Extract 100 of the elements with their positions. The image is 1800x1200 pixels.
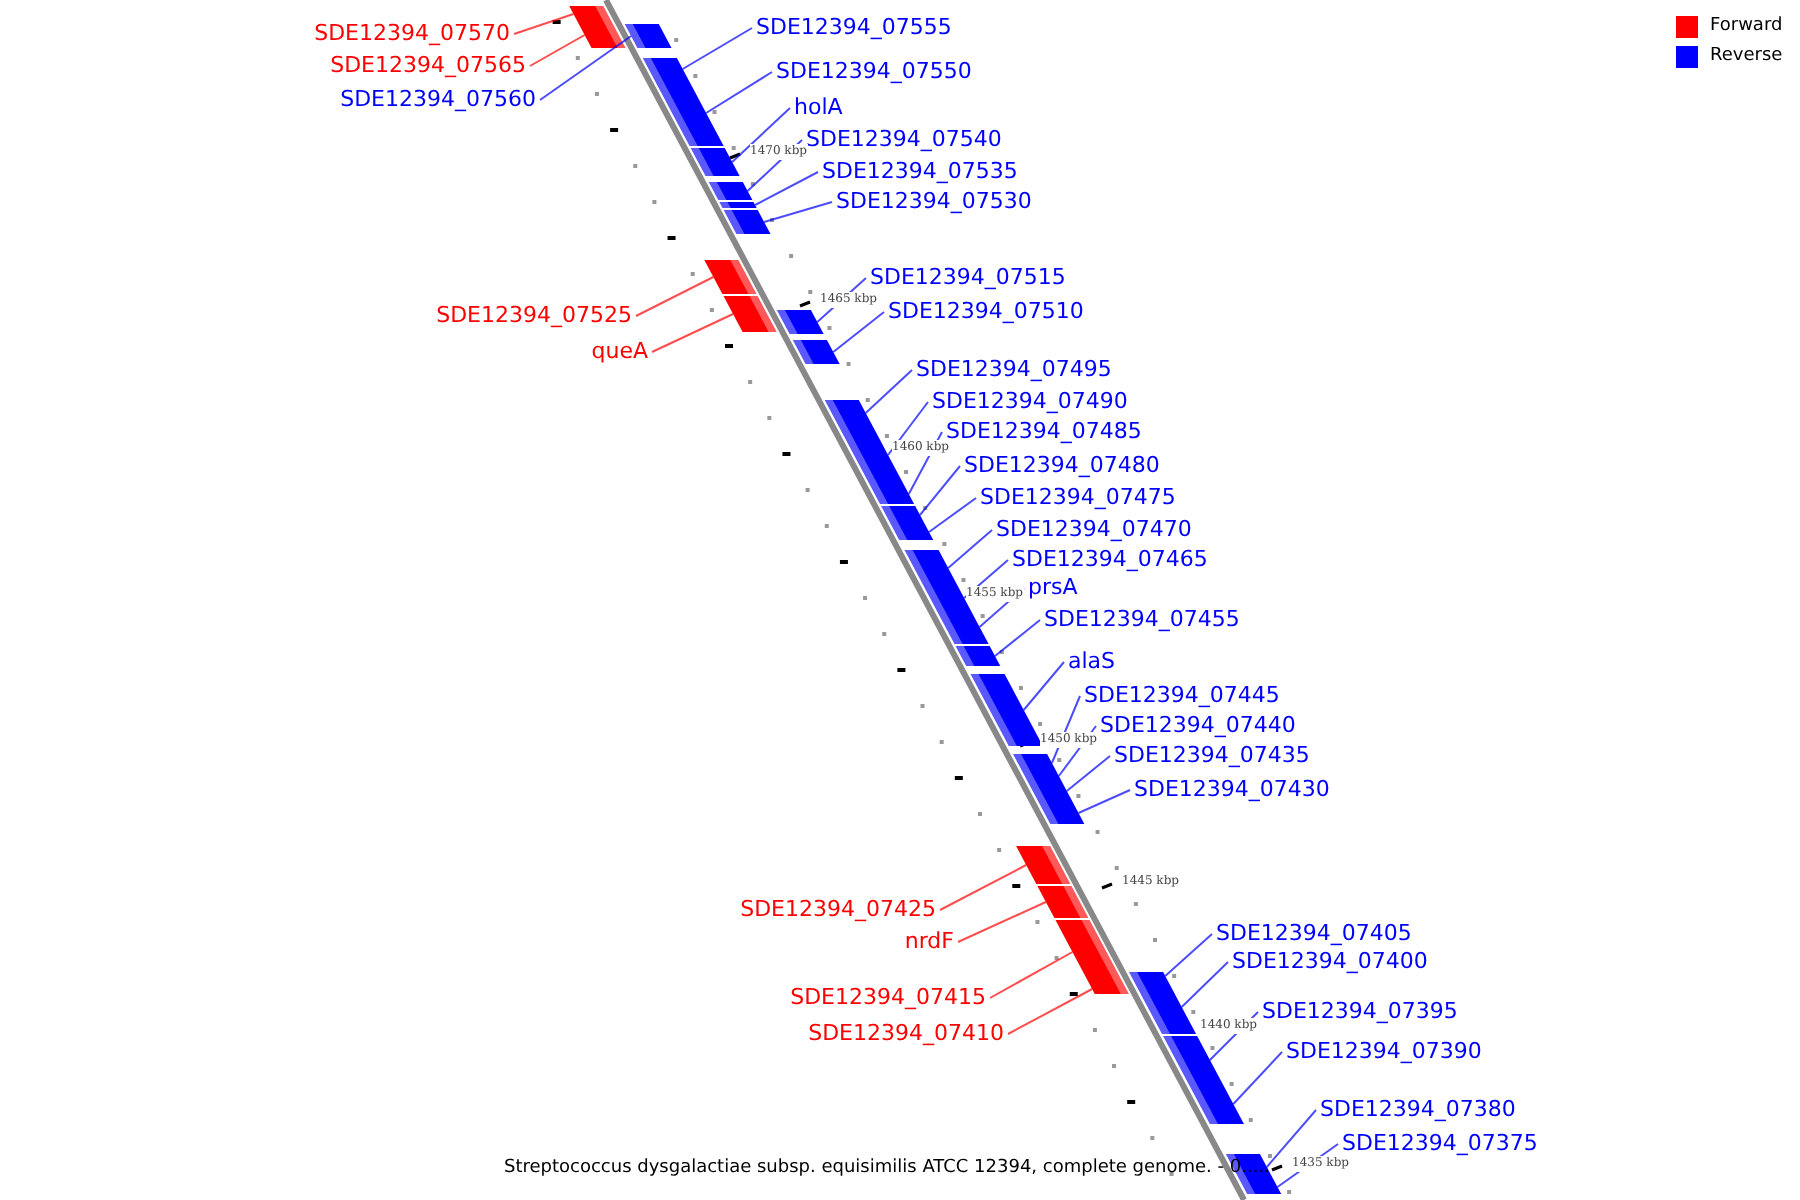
gene-label: SDE12394_07425 (740, 896, 936, 924)
gene-label: SDE12394_07515 (870, 264, 1066, 292)
leader-line (705, 71, 773, 114)
gene-label: SDE12394_07380 (1320, 1096, 1516, 1124)
gene-label: SDE12394_07375 (1342, 1130, 1538, 1158)
leader-line (539, 35, 633, 101)
gene-label: SDE12394_07430 (1134, 776, 1330, 804)
legend-label: Forward (1710, 14, 1783, 38)
leader-line (1077, 789, 1131, 814)
gene-block (1013, 754, 1057, 772)
gene-label: SDE12394_07410 (808, 1020, 1004, 1048)
gene-label: SDE12394_07495 (916, 356, 1112, 384)
gene-label: SDE12394_07490 (932, 388, 1128, 416)
leader-line (1007, 988, 1094, 1035)
gene-block (869, 484, 915, 504)
gene-label: nrdF (904, 928, 954, 956)
gene-block (1016, 846, 1071, 884)
gene-label: SDE12394_07440 (1100, 712, 1296, 740)
leader-line (864, 369, 913, 414)
leader-line (1065, 755, 1111, 792)
gene-block (904, 550, 958, 586)
gene-block (936, 610, 989, 644)
leader-line (635, 276, 715, 317)
leader-line (994, 619, 1041, 657)
gene-block (824, 400, 873, 426)
gene-block (970, 674, 1043, 746)
gene-label: SDE12394_07465 (1012, 546, 1208, 574)
leader-line (731, 107, 791, 163)
gene-block (923, 586, 971, 610)
gene-label: SDE12394_07405 (1216, 920, 1412, 948)
gene-label: SDE12394_07455 (1044, 606, 1240, 634)
gene-label: SDE12394_07415 (790, 984, 986, 1012)
gene-block (624, 24, 672, 48)
gene-block (890, 524, 934, 540)
gene-block (1133, 980, 1197, 1034)
gene-block (792, 340, 840, 364)
gene-label: SDE12394_07390 (1286, 1038, 1482, 1066)
gene-block (1026, 780, 1073, 802)
gene-label: SDE12394_07445 (1084, 682, 1280, 710)
gene-block (1037, 886, 1089, 918)
gene-block (708, 182, 753, 200)
gene-block (1239, 1180, 1282, 1194)
gene-label: SDE12394_07570 (314, 20, 510, 48)
leader-line (1022, 661, 1065, 711)
gene-block (1038, 802, 1085, 824)
leader-line (1164, 933, 1213, 977)
gene-block (690, 148, 740, 176)
gene-label: queA (591, 338, 648, 366)
legend-label: Reverse (1710, 44, 1783, 68)
leader-line (1232, 1051, 1283, 1105)
leader-line (989, 951, 1074, 999)
gene-label: SDE12394_07555 (756, 14, 952, 42)
gene-block (577, 22, 626, 48)
leader-line (887, 401, 929, 456)
gene-label: SDE12394_07475 (980, 484, 1176, 512)
leader-line (939, 864, 1028, 911)
gene-block (1089, 984, 1129, 994)
gene-label: SDE12394_07480 (964, 452, 1160, 480)
gene-label: SDE12394_07470 (996, 516, 1192, 544)
gene-block (704, 260, 757, 294)
gene-block (569, 6, 612, 22)
gene-label: SDE12394_07565 (330, 52, 526, 80)
gene-block (719, 202, 757, 208)
leader-line (763, 201, 833, 223)
leader-line (754, 171, 819, 206)
leader-line (513, 13, 575, 35)
gene-label: SDE12394_07435 (1114, 742, 1310, 770)
gene-block (1129, 972, 1168, 980)
gene-label: SDE12394_07510 (888, 298, 1084, 326)
gene-label: SDE12394_07485 (946, 418, 1142, 446)
gene-block (881, 506, 925, 524)
gene-block (1163, 1036, 1223, 1084)
gene-block (642, 58, 689, 80)
gene-block (1188, 1084, 1244, 1124)
leader-line (529, 34, 586, 67)
gene-label: SDE12394_07550 (776, 58, 972, 86)
gene-label: SDE12394_07525 (436, 302, 632, 330)
leader-line (957, 901, 1047, 943)
gene-label: holA (794, 94, 843, 122)
leader-line (651, 313, 735, 353)
leader-line (681, 27, 753, 70)
gene-label: SDE12394_07400 (1232, 948, 1428, 976)
gene-label: SDE12394_07530 (836, 188, 1032, 216)
gene-block (723, 210, 771, 234)
leader-line (1180, 961, 1229, 1008)
gene-block (723, 296, 777, 332)
gene-label: SDE12394_07540 (806, 126, 1002, 154)
gene-block (955, 646, 1001, 666)
leader-line (1265, 1109, 1317, 1168)
gene-block (776, 310, 824, 334)
leader-line (928, 497, 977, 533)
gene-label: SDE12394_07535 (822, 158, 1018, 186)
gene-label: SDE12394_07395 (1262, 998, 1458, 1026)
leader-line (963, 559, 1009, 599)
gene-label: prsA (1028, 574, 1078, 602)
leader-line (947, 529, 993, 569)
gene-block (1022, 772, 1061, 780)
gene-label: alaS (1068, 648, 1116, 676)
leader-line (919, 465, 961, 516)
leader-line (832, 311, 885, 353)
